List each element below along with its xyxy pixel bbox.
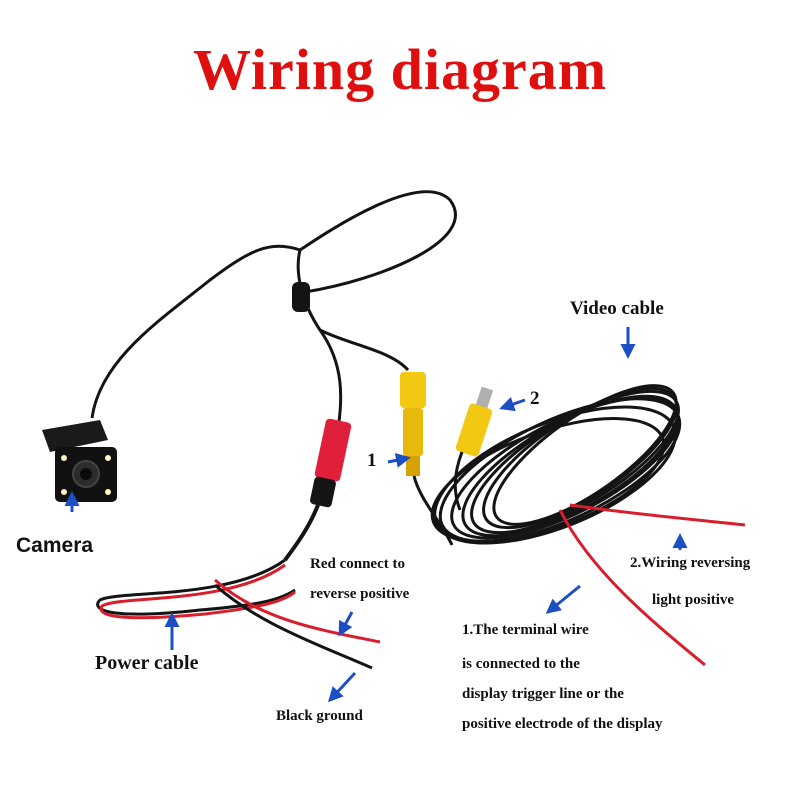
marker-2-label: 2 xyxy=(530,388,540,409)
terminal-label-line4: positive electrode of the display xyxy=(462,716,663,732)
diagram-title: Wiring diagram xyxy=(192,37,608,102)
camera-cable-lower xyxy=(296,249,343,431)
camera-cable xyxy=(90,190,457,419)
power-cable-bundle xyxy=(96,558,381,670)
terminal-wire xyxy=(558,509,706,667)
annotation-arrows xyxy=(64,327,688,703)
terminal-label-line3: display trigger line or the xyxy=(462,686,624,702)
red-connect-label-line1: Red connect to xyxy=(310,556,405,572)
video-cable-coil xyxy=(430,384,682,545)
camera-unit xyxy=(42,420,117,502)
reversing-label-line2: light positive xyxy=(652,592,735,608)
red-connect-label-line2: reverse positive xyxy=(310,586,410,602)
video-lead-cable xyxy=(319,328,410,372)
video-connector-female xyxy=(453,386,494,511)
terminal-label-line2: is connected to the xyxy=(462,656,580,672)
video-cable-label: Video cable xyxy=(570,298,664,319)
reversing-wire xyxy=(569,503,746,527)
marker-1-label: 1 xyxy=(367,450,377,471)
power-connector xyxy=(283,418,352,562)
terminal-label-line1: 1.The terminal wire xyxy=(462,622,589,638)
power-cable-label: Power cable xyxy=(95,652,199,674)
reversing-label-line1: 2.Wiring reversing xyxy=(630,555,751,571)
black-ground-label: Black ground xyxy=(276,708,363,724)
camera-label: Camera xyxy=(16,534,94,557)
cable-splitter xyxy=(292,282,310,312)
